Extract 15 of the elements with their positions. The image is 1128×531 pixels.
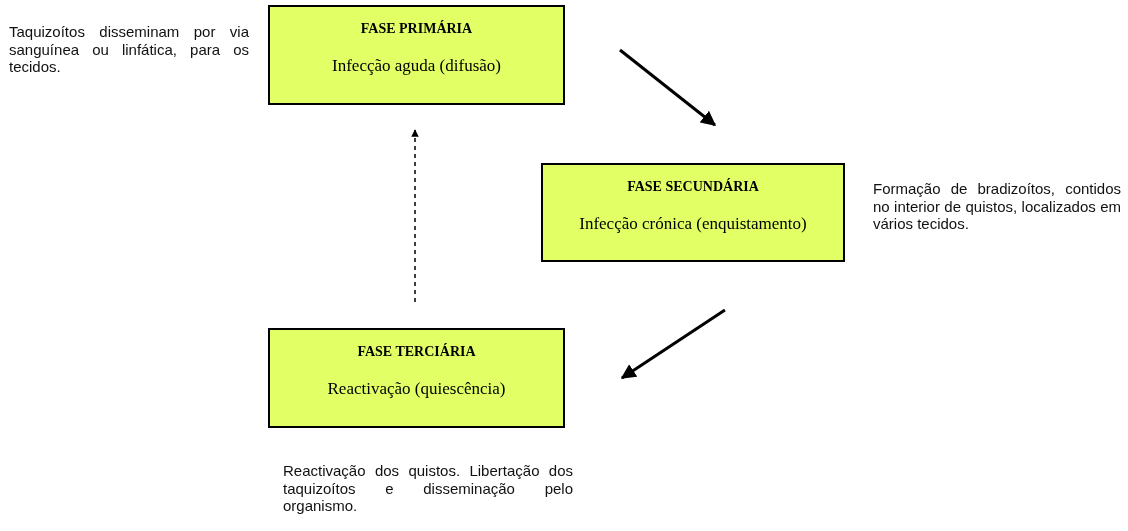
side-note: Taquizoítos disseminam por via sanguínea ou linfática, para os tecidos. <box>9 23 249 77</box>
phase-title: FASE TERCIÁRIA <box>357 344 476 360</box>
dashed-arrow <box>411 129 419 303</box>
phase-title: FASE SECUNDÁRIA <box>627 179 759 195</box>
phase-box <box>268 5 565 105</box>
phase-description: Reactivação (quiescência) <box>326 378 507 400</box>
phase-box <box>541 163 845 262</box>
phase-description: Infecção aguda (difusão) <box>331 55 502 77</box>
side-note: Formação de bradizoítos, contidos no interior de quistos, localizados em vários tecidos. <box>873 180 1121 234</box>
phase-box <box>268 328 565 428</box>
phase-title: FASE PRIMÁRIA <box>360 21 473 37</box>
side-note: Reactivação dos quistos. Libertação dos taquizoítos e disseminação pelo organismo. <box>283 462 573 516</box>
arrow <box>619 48 717 127</box>
arrow <box>620 308 726 380</box>
phase-description: Infecção crónica (enquistamento) <box>578 213 808 235</box>
